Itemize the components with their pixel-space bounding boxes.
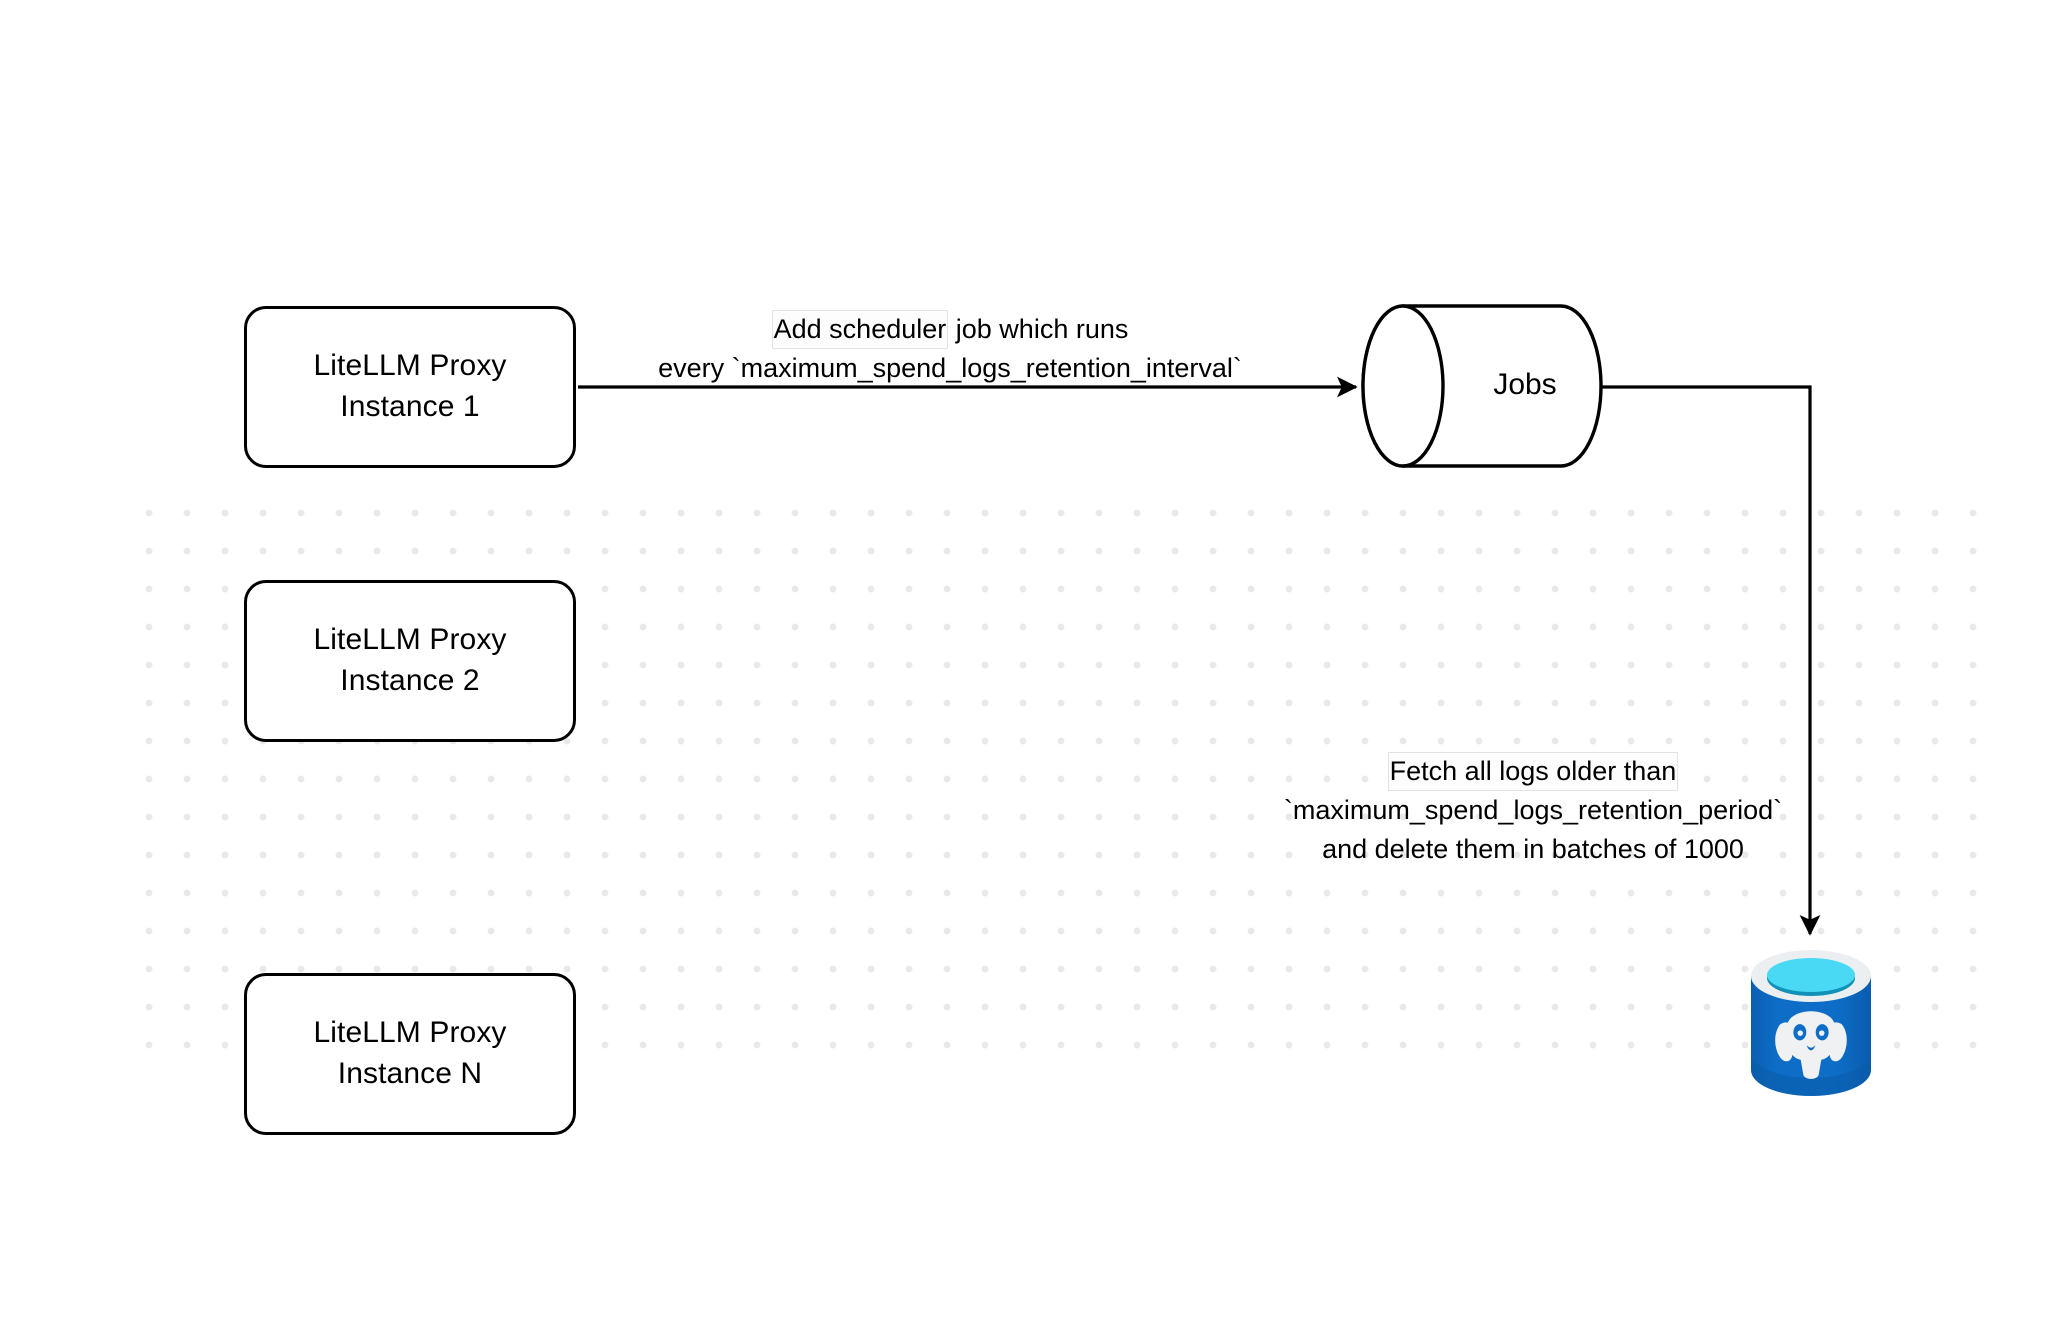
node-label-line2: Instance 1 [340,390,480,423]
node-label-line2: Instance 2 [340,664,480,697]
node-litellm-proxy-instance-1[interactable]: LiteLLM Proxy Instance 1 [244,306,576,468]
node-label-line2: Instance N [337,1057,483,1090]
edge-label-line1: Add scheduler job which runs [620,310,1280,349]
edge-label-highlight: Add scheduler [771,310,949,349]
edge-label-line1-rest: job which runs [948,314,1129,344]
edge-label-line3: and delete them in batches of 1000 [1322,833,1744,864]
edge-label-line2: `maximum_spend_logs_retention_period` [1283,794,1783,825]
node-label-line1: LiteLLM Proxy [313,349,507,383]
edge-label-line2: every `maximum_spend_logs_retention_inte… [658,352,1242,383]
node-litellm-proxy-instance-n[interactable]: LiteLLM Proxy Instance N [244,973,576,1135]
node-label-line1: LiteLLM Proxy [313,623,507,657]
postgresql-database-icon [1751,950,1871,1096]
edge-label-highlight: Fetch all logs older than [1387,752,1679,791]
edge-label-scheduler: Add scheduler job which runs every `maxi… [620,310,1280,388]
jobs-cylinder-shape [1361,304,1603,468]
connector-jobs-to-database [1601,385,1821,936]
edge-label-line1: Fetch all logs older than [1258,752,1808,791]
node-litellm-proxy-instance-2[interactable]: LiteLLM Proxy Instance 2 [244,580,576,742]
edge-label-fetch-delete: Fetch all logs older than `maximum_spend… [1258,752,1808,869]
node-label-jobs: Jobs [1493,368,1557,401]
node-label-line1: LiteLLM Proxy [313,1016,507,1050]
